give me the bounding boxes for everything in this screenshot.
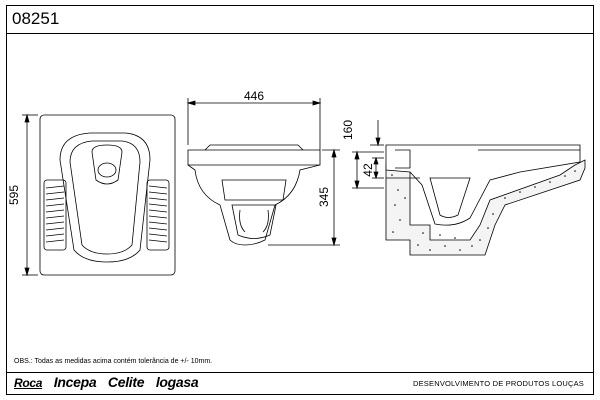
width-dimension: [186, 98, 322, 150]
top-offset-dimension: [370, 120, 384, 147]
top-view: [22, 113, 176, 277]
side-section-view: [352, 120, 586, 256]
drawing-code: 08251: [12, 9, 60, 28]
brand-incepa-logo: Incepa: [53, 374, 97, 390]
brand-roca-logo: Roca: [14, 376, 43, 390]
length-label: 595: [7, 185, 21, 205]
top-view-outline: [39, 114, 176, 276]
height-label: 345: [317, 187, 331, 207]
front-view: [186, 98, 340, 247]
footer-divider: [6, 372, 594, 373]
brand-logasa-logo: logasa: [155, 374, 199, 390]
height-dimension: [268, 148, 340, 247]
right-foot-rest: [146, 179, 170, 251]
length-dimension: [22, 113, 38, 277]
tolerance-note: OBS.: Todas as medidas acima contém tole…: [14, 358, 213, 365]
header-divider: [6, 33, 594, 34]
department-label: DESENVOLVIMENTO DE PRODUTOS LOUÇAS: [412, 379, 584, 388]
fixture-section: [385, 144, 581, 226]
width-label: 446: [244, 89, 264, 103]
inlet-label: 42: [361, 163, 375, 177]
brand-celite-logo: Celite: [107, 374, 145, 390]
inlet-dimension: [352, 150, 384, 190]
front-view-outline: [187, 149, 321, 246]
top-offset-label: 160: [341, 120, 355, 140]
brand-logos: Roca Incepa Celite logasa: [14, 374, 206, 390]
top-view-bowl: [59, 132, 151, 263]
top-view-drain: [91, 144, 123, 185]
drawing-frame: [6, 5, 594, 395]
left-foot-rest: [43, 179, 67, 251]
concrete-texture: [391, 170, 576, 251]
